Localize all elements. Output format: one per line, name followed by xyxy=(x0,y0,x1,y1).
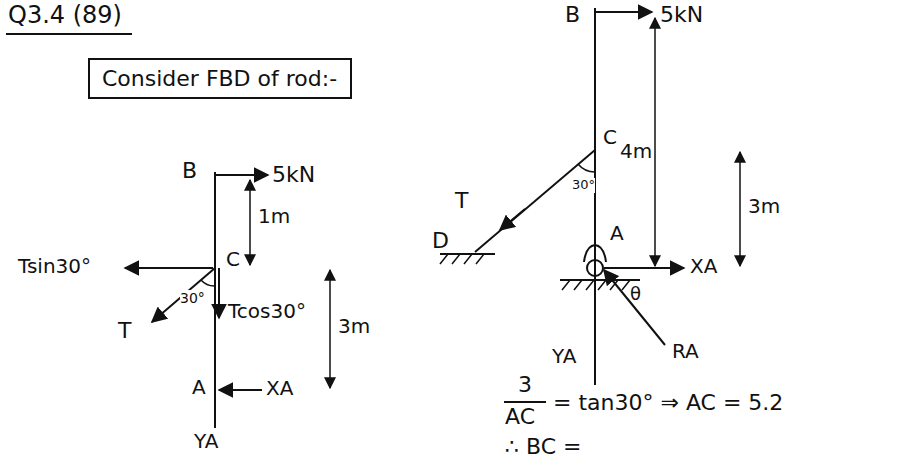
label: 3m xyxy=(748,195,780,218)
force-arrow xyxy=(595,11,652,13)
label: A xyxy=(192,376,206,399)
ground-hatch xyxy=(440,254,484,264)
heading-text: Consider FBD of rod:- xyxy=(102,66,338,91)
label: θ xyxy=(630,284,641,305)
dimension-line xyxy=(654,18,656,266)
label: YA xyxy=(194,430,218,453)
reaction-arrow xyxy=(219,389,262,391)
tension-arrow xyxy=(152,268,215,322)
label: 5kN xyxy=(660,2,703,27)
ground xyxy=(560,279,640,281)
label: B xyxy=(565,2,580,27)
label: 5kN xyxy=(272,162,315,187)
label: 3 xyxy=(518,372,532,397)
reaction-arrow xyxy=(604,270,665,345)
label: 4m xyxy=(620,140,652,163)
label: 3m xyxy=(338,315,370,338)
dimension-line xyxy=(249,180,251,265)
label: YA xyxy=(552,345,576,368)
label: C xyxy=(603,126,617,149)
dimension-line xyxy=(739,152,741,266)
label: XA xyxy=(266,377,293,400)
label: A xyxy=(610,222,624,245)
label: RA xyxy=(672,340,699,363)
label: = tan30° ⇒ AC = 5.2 xyxy=(553,390,783,415)
pin-support xyxy=(587,260,603,276)
angle-arc xyxy=(201,280,215,286)
force-arrow xyxy=(218,268,220,318)
boxed-heading: Consider FBD of rod:- xyxy=(88,58,352,99)
label: T xyxy=(118,318,131,343)
rod xyxy=(214,172,216,428)
label: Tcos30° xyxy=(228,300,306,323)
label: AC xyxy=(505,404,535,429)
pin-support xyxy=(584,245,606,262)
label: Tsin30° xyxy=(18,255,91,278)
label: 30° xyxy=(572,178,595,193)
tension-arrow xyxy=(500,209,525,230)
rod xyxy=(594,8,596,385)
label: 30° xyxy=(180,290,205,306)
angle-arc xyxy=(578,164,595,172)
label: XA xyxy=(690,255,717,278)
dimension-line xyxy=(329,270,331,388)
label: ∴ BC = xyxy=(505,434,581,459)
label: C xyxy=(226,248,240,271)
label: 1m xyxy=(258,205,290,228)
label: D xyxy=(432,228,449,253)
label: Q3.4 (89) xyxy=(8,2,122,30)
cable xyxy=(475,150,595,252)
label: B xyxy=(182,158,197,183)
force-arrow xyxy=(215,174,268,176)
reaction-arrow xyxy=(604,267,684,269)
force-arrow xyxy=(125,267,213,269)
label: T xyxy=(455,188,468,213)
fraction-bar xyxy=(504,401,546,403)
underline xyxy=(6,33,132,35)
